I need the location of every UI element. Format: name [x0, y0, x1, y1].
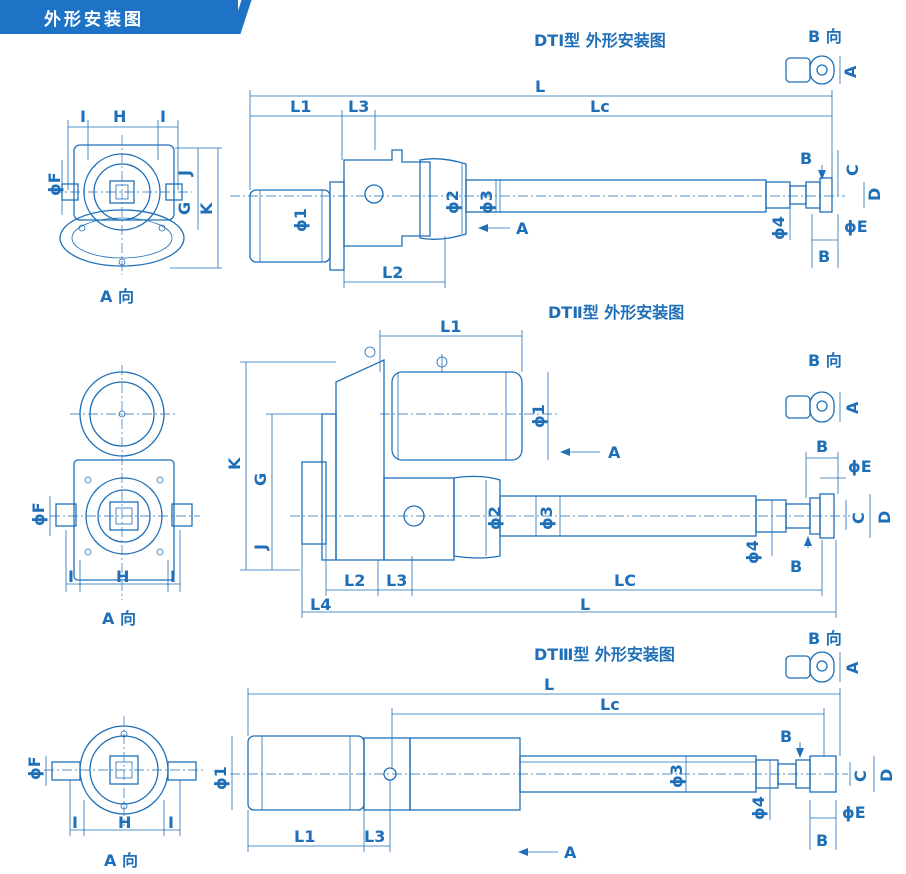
dt2-dim-d: D: [875, 511, 894, 524]
dt3-dim-phi1: ϕ1: [211, 766, 230, 790]
dt2-dim-phi2: ϕ2: [485, 506, 504, 530]
dt2-dim-l4: L4: [310, 595, 331, 614]
dt2-b-view-label: B 向: [808, 351, 842, 370]
dt2-dim-l2: L2: [344, 571, 365, 590]
dt2-dim-g: G: [251, 473, 270, 486]
dt1-dim-b: B: [818, 247, 830, 266]
dt3-a-view: H I I ϕF A 向: [25, 716, 204, 870]
dt3-title: DTⅢ型 外形安装图: [534, 645, 675, 664]
dt1-dim-l2: L2: [382, 263, 403, 282]
dt3-dim-i-right: I: [168, 813, 174, 832]
dt1-dim-d: D: [865, 188, 884, 201]
dt2-dim-phi1: ϕ1: [529, 404, 548, 428]
dt3-dim-b: B: [816, 831, 828, 850]
dt3-dim-c: C: [851, 770, 870, 782]
dt1-side-view: L L1 L3 Lc L2 ϕ1 ϕ2 ϕ3 ϕ4 A B: [230, 77, 884, 288]
dt3-dim-d: D: [877, 769, 896, 782]
dt3-dim-phi4: ϕ4: [749, 796, 768, 820]
dt3-dim-phi3: ϕ3: [667, 764, 686, 788]
dt2-dim-l: L: [580, 595, 590, 614]
dt1-dim-i-left: I: [80, 107, 86, 126]
dt3-b-view: B 向 A: [785, 629, 862, 683]
dt1-a-view-label: A 向: [100, 287, 134, 306]
dt1-a-view: H I I J G K ϕF A 向: [45, 107, 222, 306]
dt3-dim-l3: L3: [364, 827, 385, 846]
dt1-dim-j: J: [175, 170, 194, 177]
dt3-dim-lc: Lc: [600, 695, 620, 714]
dt2-dim-i-right: I: [170, 567, 176, 586]
dt2-dim-i-left: I: [68, 567, 74, 586]
dt1-dim-lc: Lc: [590, 97, 610, 116]
dt1-arrow-a: A: [516, 219, 529, 238]
dt3-arrow-a: A: [564, 843, 577, 862]
dt1-dim-phie: ϕE: [844, 217, 868, 236]
dt2-a-view-label: A 向: [102, 609, 136, 628]
dt3-dim-l: L: [544, 675, 554, 694]
dt1-b-view-dim-a: A: [841, 65, 860, 78]
dt2-drawing: DTⅡ型 外形安装图 H I I: [29, 303, 894, 628]
dt2-dim-l1: L1: [440, 317, 461, 336]
dt3-dim-phie: ϕE: [842, 803, 866, 822]
dt2-title: DTⅡ型 外形安装图: [548, 303, 684, 322]
dt1-dim-phi4: ϕ4: [769, 216, 788, 240]
dt2-arrow-a: A: [608, 443, 621, 462]
dt2-dim-phi3: ϕ3: [537, 506, 556, 530]
dt1-dim-k: K: [197, 202, 216, 215]
dt1-arrow-b: B: [800, 149, 812, 168]
dt3-drawing: DTⅢ型 外形安装图 H I I ϕF A 向: [25, 629, 896, 870]
dt1-dim-phi1: ϕ1: [291, 208, 310, 232]
dt1-b-view: B 向 A: [785, 27, 860, 85]
dt2-b-view-dim-a: A: [843, 401, 862, 414]
dt1-dim-h: H: [113, 107, 126, 126]
dt2-a-view: H I I ϕF A 向: [29, 365, 200, 628]
dt1-dim-l: L: [535, 77, 545, 96]
dt3-a-view-label: A 向: [104, 851, 138, 870]
dt3-b-view-dim-a: A: [843, 661, 862, 674]
dt3-side-view: L Lc L1 L3 ϕ1 ϕ3 ϕ4 A: [211, 675, 896, 862]
dt1-dim-phi3: ϕ3: [477, 190, 496, 214]
dt1-dim-i-right: I: [160, 107, 166, 126]
dt1-b-view-label: B 向: [808, 27, 842, 46]
dt3-dim-h: H: [118, 813, 131, 832]
dt2-dim-c: C: [849, 512, 868, 524]
section-title: 外形安装图: [44, 10, 144, 30]
dt1-dim-phi2: ϕ2: [443, 190, 462, 214]
dt1-drawing: DTⅠ型 外形安装图 H I I: [45, 27, 884, 306]
dt2-dim-lc: LC: [614, 571, 636, 590]
dt2-dim-k: K: [225, 457, 244, 470]
dt1-dim-phif: ϕF: [45, 172, 64, 196]
dt1-dim-l1: L1: [290, 97, 311, 116]
section-header: 外形安装图: [0, 0, 252, 34]
dt1-dim-g: G: [175, 202, 194, 215]
dt2-dim-phif: ϕF: [29, 502, 48, 526]
dt3-dim-l1: L1: [294, 827, 315, 846]
dt3-dim-i-left: I: [72, 813, 78, 832]
dt3-b-view-label: B 向: [808, 629, 842, 648]
dt2-dim-b-top: B: [816, 437, 828, 456]
dt2-arrow-b: B: [790, 557, 802, 576]
dt2-b-view: B 向 A: [785, 351, 862, 423]
dt2-side-view: L1 ϕ1 A K G J L2 L3: [225, 317, 894, 618]
dt3-arrow-b: B: [780, 727, 792, 746]
dt2-dim-h: H: [116, 567, 129, 586]
dt2-dim-l3: L3: [386, 571, 407, 590]
dt1-dim-l3: L3: [348, 97, 369, 116]
dt2-dim-j: J: [251, 544, 270, 551]
dt2-dim-phi4: ϕ4: [743, 540, 762, 564]
dt3-dim-phif: ϕF: [25, 756, 44, 780]
dt1-dim-c: C: [843, 164, 862, 176]
dt2-dim-phie: ϕE: [848, 457, 872, 476]
dt1-title: DTⅠ型 外形安装图: [534, 31, 666, 50]
